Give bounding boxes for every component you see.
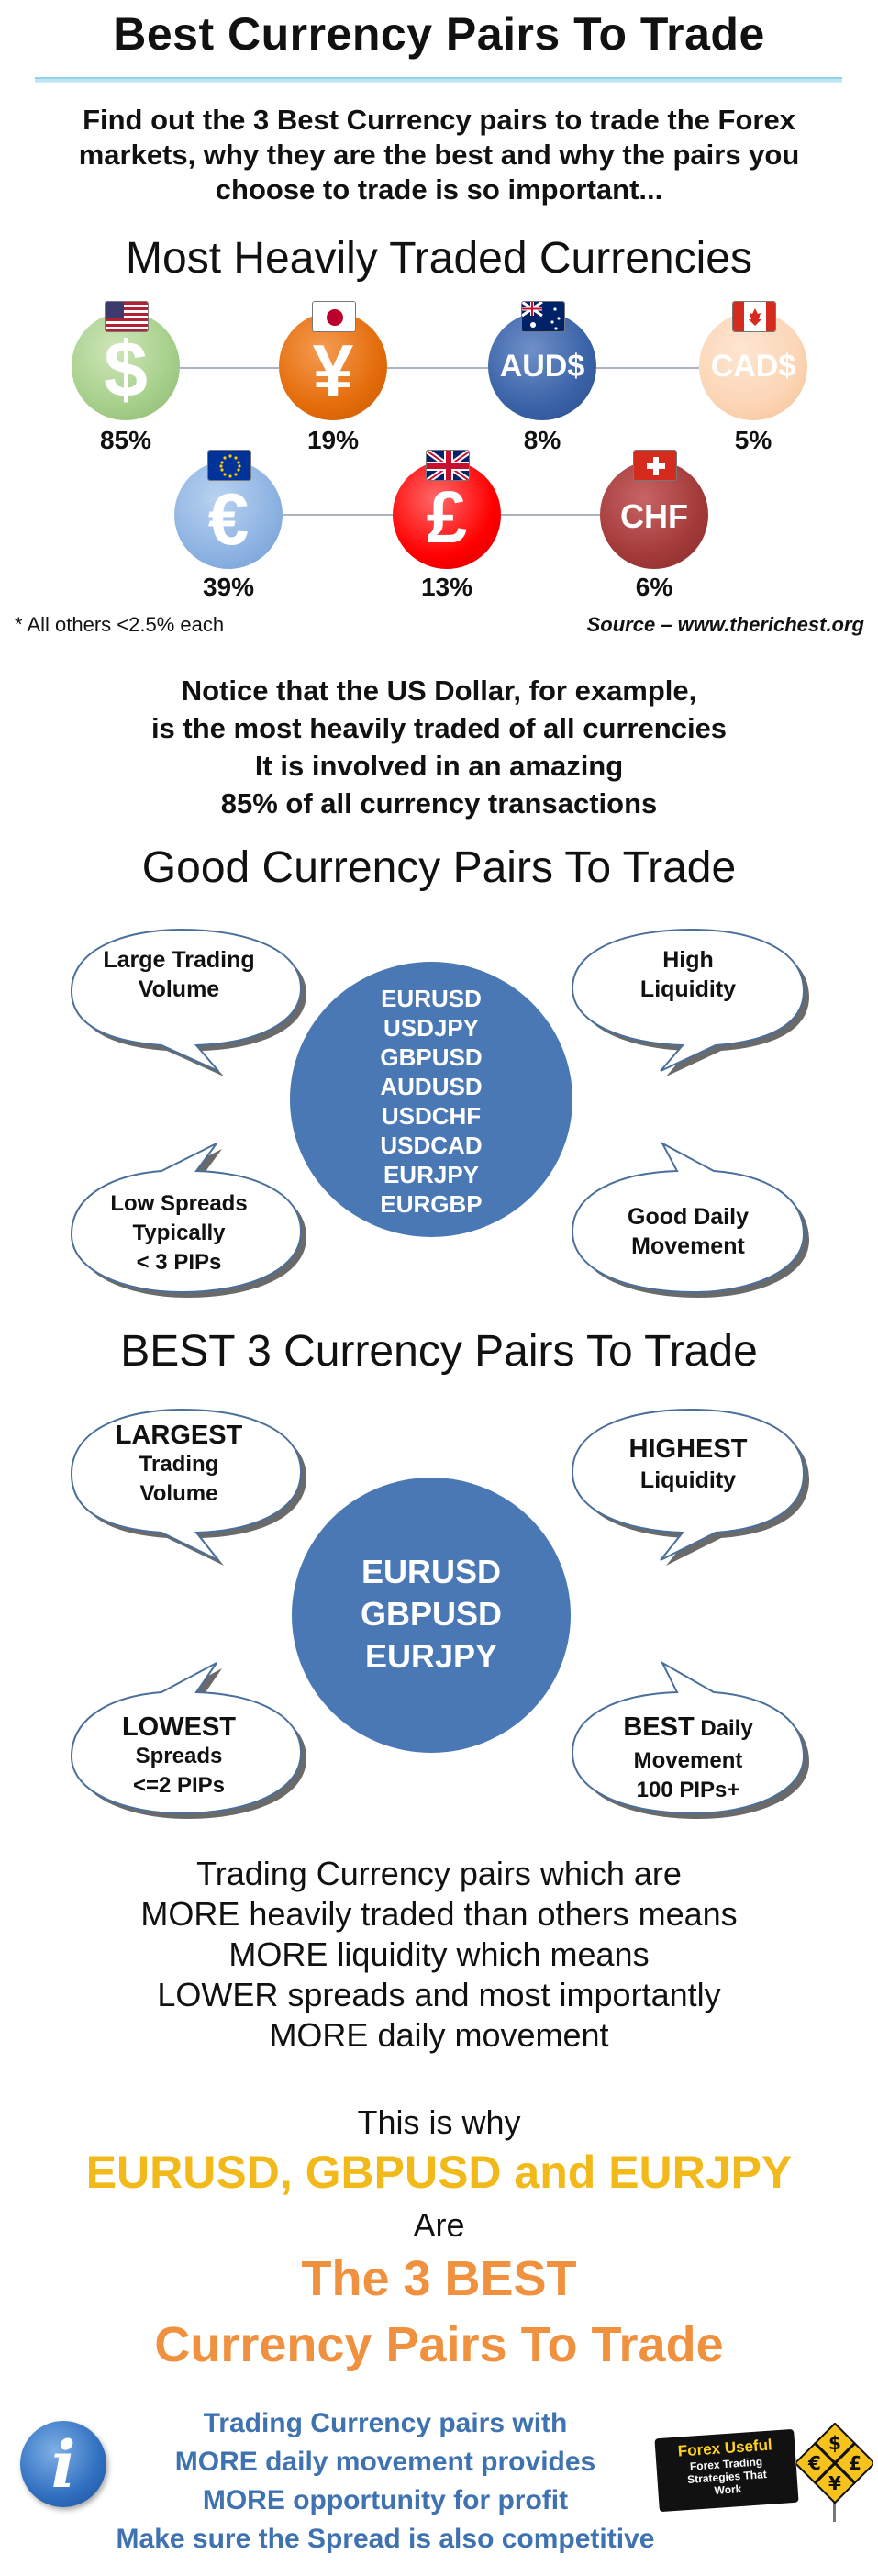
pair-label: USDJPY xyxy=(383,1014,480,1042)
currency-chf: CHF xyxy=(600,450,708,569)
pair-label: USDCAD xyxy=(380,1132,483,1159)
speech-bubble-top-right xyxy=(571,1408,809,1566)
pair-label: EURJPY xyxy=(383,1161,480,1188)
currency-symbol: CHF xyxy=(620,497,688,535)
source-note: Source – www.therichest.org xyxy=(586,613,864,636)
connector-line xyxy=(180,367,279,369)
currency-symbol: $ xyxy=(104,326,148,414)
footer-tip-text: Trading Currency pairs with MORE daily m… xyxy=(116,2408,655,2554)
currency-symbol: AUD$ xyxy=(499,349,585,384)
page-title: Best Currency Pairs To Trade xyxy=(113,8,765,60)
currency-cad: CAD$ xyxy=(699,301,807,420)
speech-bubble-top-right xyxy=(571,928,809,1076)
pair-label: EURUSD xyxy=(381,985,482,1012)
uk-flag-icon xyxy=(426,450,470,481)
conclusion-text: Trading Currency pairs which are MORE he… xyxy=(140,1855,738,2054)
currency-percent: 5% xyxy=(734,426,772,454)
currency-percent: 39% xyxy=(202,573,255,601)
forex-useful-logo: Forex Useful Forex Trading Strategies Th… xyxy=(654,2428,799,2513)
best-pairs-highlight: EURUSD, GBPUSD and EURJPY xyxy=(85,2147,793,2198)
currency-percent: 6% xyxy=(635,573,673,601)
currency-aud: AUD$ xyxy=(488,301,596,420)
connector-line xyxy=(596,367,699,369)
info-icon: i xyxy=(20,2421,106,2507)
currency-symbol: € xyxy=(207,478,250,560)
currency-usd: $ xyxy=(72,301,180,420)
speech-bubble-bottom-right xyxy=(571,1141,809,1298)
eu-flag-icon xyxy=(207,450,251,481)
svg-text:¥: ¥ xyxy=(828,2472,841,2494)
bubble-text-bottom-left: Low Spreads Typically < 3 PIPs xyxy=(110,1191,248,1275)
connector-line xyxy=(283,514,393,516)
currency-signs-icon: $ € £ ¥ xyxy=(796,2423,873,2522)
currency-jpy: ¥ xyxy=(279,301,387,420)
speech-bubble-bottom-left xyxy=(70,1662,306,1819)
title-divider xyxy=(35,77,842,83)
pair-label: GBPUSD xyxy=(380,1043,483,1071)
usd-notice-text: Notice that the US Dollar, for example, … xyxy=(150,675,728,820)
svg-text:€: € xyxy=(807,2452,821,2474)
us-flag-icon xyxy=(105,301,149,332)
swiss-flag-icon xyxy=(633,450,677,481)
bubble-text-top-right: High Liquidity xyxy=(639,947,737,1002)
best-heading-line2: Currency Pairs To Trade xyxy=(154,2317,724,2372)
good-pairs-circle: EURUSD USDJPY GBPUSD AUDUSD USDCHF USDCA… xyxy=(290,962,572,1237)
section-title-best-pairs: BEST 3 Currency Pairs To Trade xyxy=(120,1327,758,1376)
currency-symbol: ¥ xyxy=(312,329,354,411)
currency-percent: 8% xyxy=(523,426,561,454)
connector-line xyxy=(387,367,488,369)
speech-bubble-bottom-left xyxy=(70,1143,306,1298)
canada-flag-icon xyxy=(732,301,776,332)
bubble-text-top-left: Large Trading Volume xyxy=(103,947,255,1002)
currency-symbol: £ xyxy=(426,476,468,558)
speech-bubble-bottom-right xyxy=(571,1660,809,1819)
pair-label: EURJPY xyxy=(364,1637,498,1675)
bubble-text-top-left: LARGEST Trading Volume xyxy=(115,1421,243,1506)
currency-gbp: £ xyxy=(393,450,501,569)
intro-text: Find out the 3 Best Currency pairs to tr… xyxy=(78,104,800,206)
best-pairs-circle: EURUSD GBPUSD EURJPY xyxy=(292,1478,571,1753)
bubble-text-top-right: HIGHEST Liquidity xyxy=(628,1434,748,1493)
best-heading-line1: The 3 BEST xyxy=(301,2251,577,2306)
currency-percent: 13% xyxy=(420,573,473,601)
this-is-why-text: This is why xyxy=(357,2103,521,2141)
speech-bubble-top-left xyxy=(70,1408,306,1566)
section-title-good-pairs: Good Currency Pairs To Trade xyxy=(141,843,737,892)
currency-eur: € xyxy=(174,450,283,569)
pair-label: EURGBP xyxy=(380,1190,483,1218)
currency-percent: 85% xyxy=(99,426,152,454)
pair-label: EURUSD xyxy=(361,1553,501,1590)
section-title-heavily-traded: Most Heavily Traded Currencies xyxy=(126,234,752,283)
bubble-text-bottom-left: LOWEST Spreads <=2 PIPs xyxy=(121,1712,237,1798)
pair-label: USDCHF xyxy=(381,1102,482,1130)
bubble-text-bottom-right: Good Daily Movement xyxy=(628,1204,749,1259)
australia-flag-icon xyxy=(521,301,565,332)
currency-percent: 19% xyxy=(306,426,360,454)
japan-flag-icon xyxy=(312,301,356,332)
currency-symbol: CAD$ xyxy=(710,349,796,384)
are-text: Are xyxy=(413,2206,465,2244)
connector-line xyxy=(501,514,600,516)
speech-bubble-top-left xyxy=(70,928,306,1076)
bubble-text-bottom-right: BEST Daily Movement 100 PIPs+ xyxy=(623,1712,753,1802)
others-footnote: * All others <2.5% each xyxy=(15,613,225,636)
pair-label: GBPUSD xyxy=(360,1595,503,1633)
svg-text:$: $ xyxy=(828,2432,841,2454)
svg-text:£: £ xyxy=(849,2452,861,2474)
pair-label: AUDUSD xyxy=(380,1073,483,1100)
